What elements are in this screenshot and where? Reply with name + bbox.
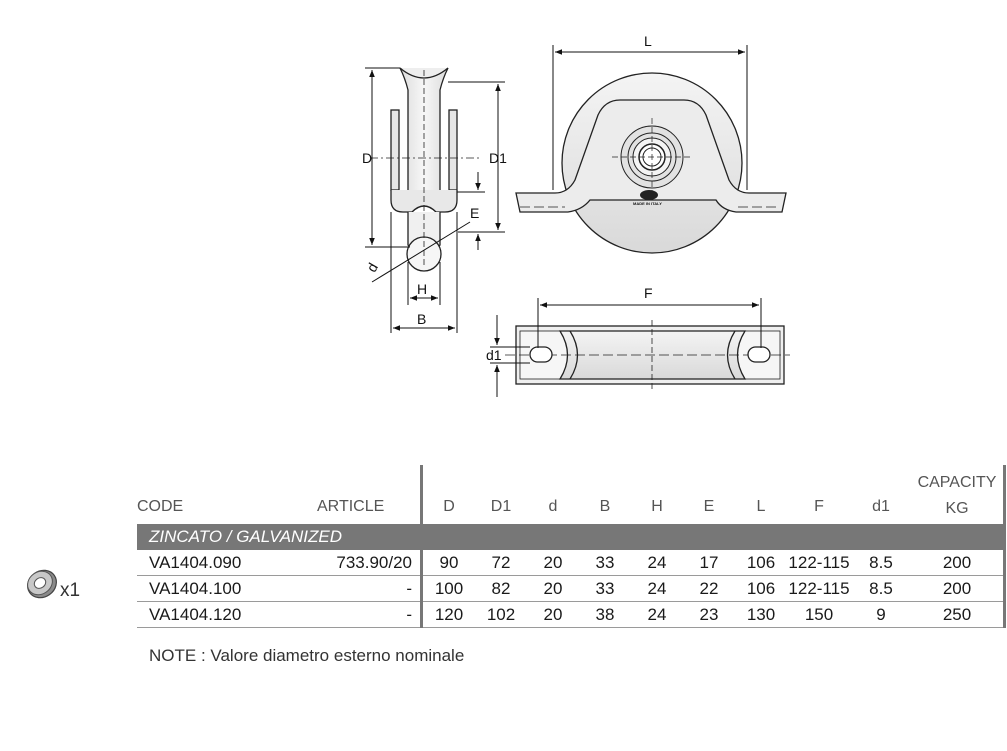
cell-F: 122-115 [787,575,851,602]
cell-B: 38 [579,601,631,628]
table-section-row: ZINCATO / GALVANIZED [137,524,1006,550]
bearing-ring-icon [27,569,57,599]
front-view-dimensions [552,45,748,190]
cell-L: 130 [735,601,787,628]
side-view-dimensions [365,67,505,333]
cell-capacity: 250 [911,601,1006,628]
cell-L: 106 [735,575,787,602]
top-view [505,320,790,392]
technical-drawing: D D1 E d H B MADE IN ITALY L [362,33,790,397]
dim-label-F: F [644,285,653,301]
col-header-L: L [756,498,766,515]
dim-label-D: D [362,150,372,166]
cell-article: 733.90/20 [309,550,422,576]
col-header-d1: d1 [872,498,890,515]
col-header-E: E [703,498,715,515]
cell-article: - [309,575,422,602]
cell-B: 33 [579,550,631,576]
cell-H: 24 [631,601,683,628]
front-view [515,72,787,254]
table-row: VA1404.120 - 120 102 20 38 24 23 130 150… [137,601,1006,628]
col-header-d: d [548,498,558,515]
dim-label-d1: d1 [486,347,502,363]
col-header-F: F [814,498,824,515]
cell-D1: 72 [475,550,527,576]
cell-article: - [309,601,422,628]
top-view-dimensions [490,298,762,397]
cell-D: 120 [420,601,475,628]
col-header-D: D [420,465,475,524]
cell-F: 150 [787,601,851,628]
dim-label-B: B [417,311,426,327]
col-header-code: CODE [137,498,184,515]
cell-H: 24 [631,575,683,602]
cell-B: 33 [579,575,631,602]
cell-capacity: 200 [911,550,1006,576]
cell-F: 122-115 [787,550,851,576]
section-title: ZINCATO / GALVANIZED [137,524,422,550]
cell-d1: 8.5 [851,575,911,602]
cell-L: 106 [735,550,787,576]
col-header-article: ARTICLE [309,465,422,524]
cell-H: 24 [631,550,683,576]
cell-D1: 82 [475,575,527,602]
cell-d1: 9 [851,601,911,628]
cell-capacity: 200 [911,575,1006,602]
col-header-capacity: CAPACITY KG [911,465,1006,524]
cell-code: VA1404.090 [137,550,309,576]
cell-code: VA1404.120 [137,601,309,628]
cell-d: 20 [527,601,579,628]
table-header-row: CODE ARTICLE D D1 d B H E L F d1 CAPACIT… [137,465,1006,524]
cell-E: 17 [683,550,735,576]
cell-D: 100 [420,575,475,602]
made-in-italy-stamp: MADE IN ITALY [633,201,662,206]
cell-code: VA1404.100 [137,575,309,602]
cell-d: 20 [527,550,579,576]
cell-E: 22 [683,575,735,602]
col-header-H: H [651,498,663,515]
cell-d: 20 [527,575,579,602]
spec-table: CODE ARTICLE D D1 d B H E L F d1 CAPACIT… [137,465,1006,628]
cell-d1: 8.5 [851,550,911,576]
dim-label-E: E [470,205,479,221]
col-header-D1: D1 [490,498,512,515]
cell-D: 90 [420,550,475,576]
table-row: VA1404.100 - 100 82 20 33 24 22 106 122-… [137,575,1006,602]
dim-label-L: L [644,33,652,49]
cell-E: 23 [683,601,735,628]
side-view [370,67,480,272]
col-header-capacity-label: CAPACITY [917,474,997,491]
table-row: VA1404.090 733.90/20 90 72 20 33 24 17 1… [137,550,1006,576]
cell-D1: 102 [475,601,527,628]
accessory-quantity: x1 [60,580,81,601]
dim-label-D1: D1 [489,150,507,166]
dim-label-d: d [363,260,381,275]
note-text: NOTE : Valore diametro esterno nominale [149,646,465,665]
section-fill [421,524,1006,550]
col-header-article-label: ARTICLE [317,498,385,515]
dim-label-H: H [417,281,427,297]
col-header-B: B [599,498,611,515]
col-header-capacity-unit: KG [945,500,969,517]
